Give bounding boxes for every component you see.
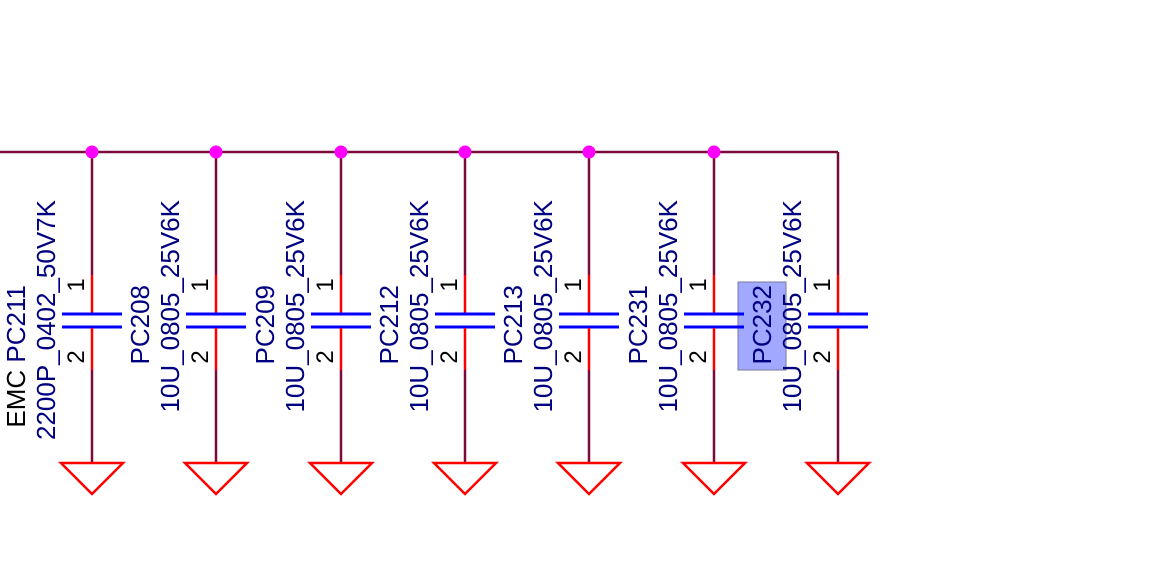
- pin-1-number: 1: [63, 278, 90, 291]
- reference-designator[interactable]: EMC PC211: [1, 285, 31, 428]
- pin-2-number: 2: [312, 350, 339, 363]
- reference-designator[interactable]: PC232: [747, 285, 777, 365]
- ref-text: PC231: [623, 285, 653, 365]
- pin-1-number: 1: [685, 278, 712, 291]
- component-value[interactable]: 10U_0805_25V6K: [155, 199, 185, 412]
- ref-text: PC232: [747, 285, 777, 365]
- pin-2-number: 2: [63, 350, 90, 363]
- pin-1-number: 1: [560, 278, 587, 291]
- ground-symbol-icon: [306, 461, 376, 496]
- junction-dot: [85, 145, 99, 159]
- component-value[interactable]: 10U_0805_25V6K: [777, 199, 807, 412]
- pin-2-number: 2: [685, 350, 712, 363]
- ground-symbol-icon: [430, 461, 500, 496]
- ref-text: PC211: [1, 285, 31, 363]
- pin-2-number: 2: [436, 350, 463, 363]
- pin-1-number: 1: [187, 278, 214, 291]
- component-value[interactable]: 10U_0805_25V6K: [653, 199, 683, 412]
- pin-2-number: 2: [187, 350, 214, 363]
- junction-dot: [334, 145, 348, 159]
- prefix-label: EMC: [1, 363, 31, 428]
- ref-text: PC209: [250, 285, 280, 365]
- ground-symbol-icon: [803, 461, 873, 496]
- pin-2-number: 2: [809, 350, 836, 363]
- reference-designator[interactable]: PC212: [374, 285, 404, 365]
- reference-designator[interactable]: PC231: [623, 285, 653, 365]
- reference-designator[interactable]: PC208: [125, 285, 155, 365]
- pin-1-number: 1: [809, 278, 836, 291]
- component-value[interactable]: 2200P_0402_50V7K: [31, 199, 61, 440]
- ref-text: PC212: [374, 285, 404, 365]
- ground-symbol-icon: [554, 461, 624, 496]
- ground-symbol-icon: [679, 461, 749, 496]
- component-value[interactable]: 10U_0805_25V6K: [404, 199, 434, 412]
- junction-dot: [209, 145, 223, 159]
- pin-1-number: 1: [436, 278, 463, 291]
- reference-designator[interactable]: PC209: [250, 285, 280, 365]
- selection-highlight: [737, 281, 787, 371]
- ground-symbol-icon: [181, 461, 251, 496]
- ref-text: PC213: [498, 285, 528, 365]
- junction-dot: [458, 145, 472, 159]
- component-value[interactable]: 10U_0805_25V6K: [528, 199, 558, 412]
- reference-designator[interactable]: PC213: [498, 285, 528, 365]
- pin-1-number: 1: [312, 278, 339, 291]
- component-value[interactable]: 10U_0805_25V6K: [280, 199, 310, 412]
- pin-2-number: 2: [560, 350, 587, 363]
- ref-text: PC208: [125, 285, 155, 365]
- junction-dot: [707, 145, 721, 159]
- junction-dot: [582, 145, 596, 159]
- ground-symbol-icon: [57, 461, 127, 496]
